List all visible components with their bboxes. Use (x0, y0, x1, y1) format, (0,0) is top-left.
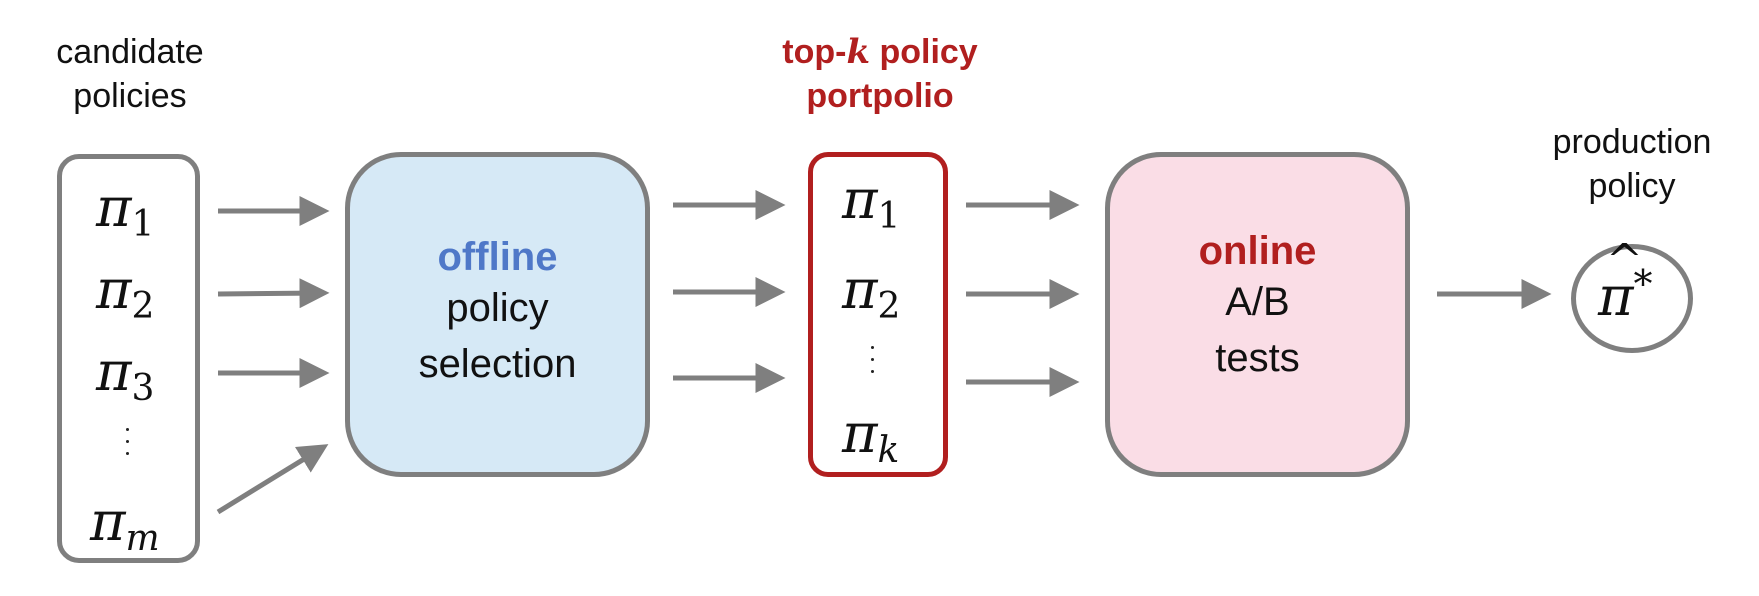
offline-keyword: offline (437, 235, 558, 279)
caption-line: portpolio (806, 77, 954, 115)
caption-k: k (846, 32, 871, 72)
candidate-pi-3: π3 (96, 340, 155, 409)
production-policy-caption: production policy (1520, 120, 1744, 208)
online-ab-tests-box: online A/B tests (1105, 152, 1410, 477)
star-mark: * (1633, 262, 1653, 306)
topk-pi-1: π1 (842, 168, 901, 237)
offline-line: policy (446, 286, 549, 330)
topk-pi-2: π2 (842, 258, 901, 327)
production-policy-circle (1571, 244, 1693, 353)
caption-line: top-k policy (740, 30, 1020, 74)
candidate-pi-m: πm (90, 490, 160, 559)
caption-line: production (1552, 123, 1712, 161)
hat-mark: ^ (1606, 235, 1643, 286)
caption-line: policy (1588, 167, 1676, 205)
online-line: tests (1215, 336, 1300, 380)
caption-line: policies (73, 77, 187, 115)
topk-ellipsis (871, 346, 877, 382)
caption-part: policy (870, 33, 978, 71)
topk-portfolio-box (808, 152, 948, 477)
production-pi-hat-star: ^ π * (1598, 235, 1653, 328)
caption-line: candidate (56, 33, 204, 71)
candidate-pi-2: π2 (96, 258, 155, 327)
candidate-pi-1: π1 (96, 176, 155, 245)
arrow-candidate-to-offline-2 (217, 278, 330, 309)
offline-policy-selection-box: offline policy selection (345, 152, 650, 477)
online-line: A/B (1225, 280, 1290, 324)
candidate-policies-box (57, 154, 200, 563)
offline-line: selection (418, 342, 577, 386)
candidate-ellipsis (126, 428, 132, 464)
arrow-candidate-to-offline-4 (216, 444, 329, 515)
online-keyword: online (1198, 229, 1317, 273)
topk-pi-k: πk (842, 402, 900, 471)
candidate-policies-caption: candidate policies (20, 30, 240, 118)
topk-portfolio-caption: top-k policy portpolio (740, 30, 1020, 118)
caption-part: top- (782, 33, 847, 71)
